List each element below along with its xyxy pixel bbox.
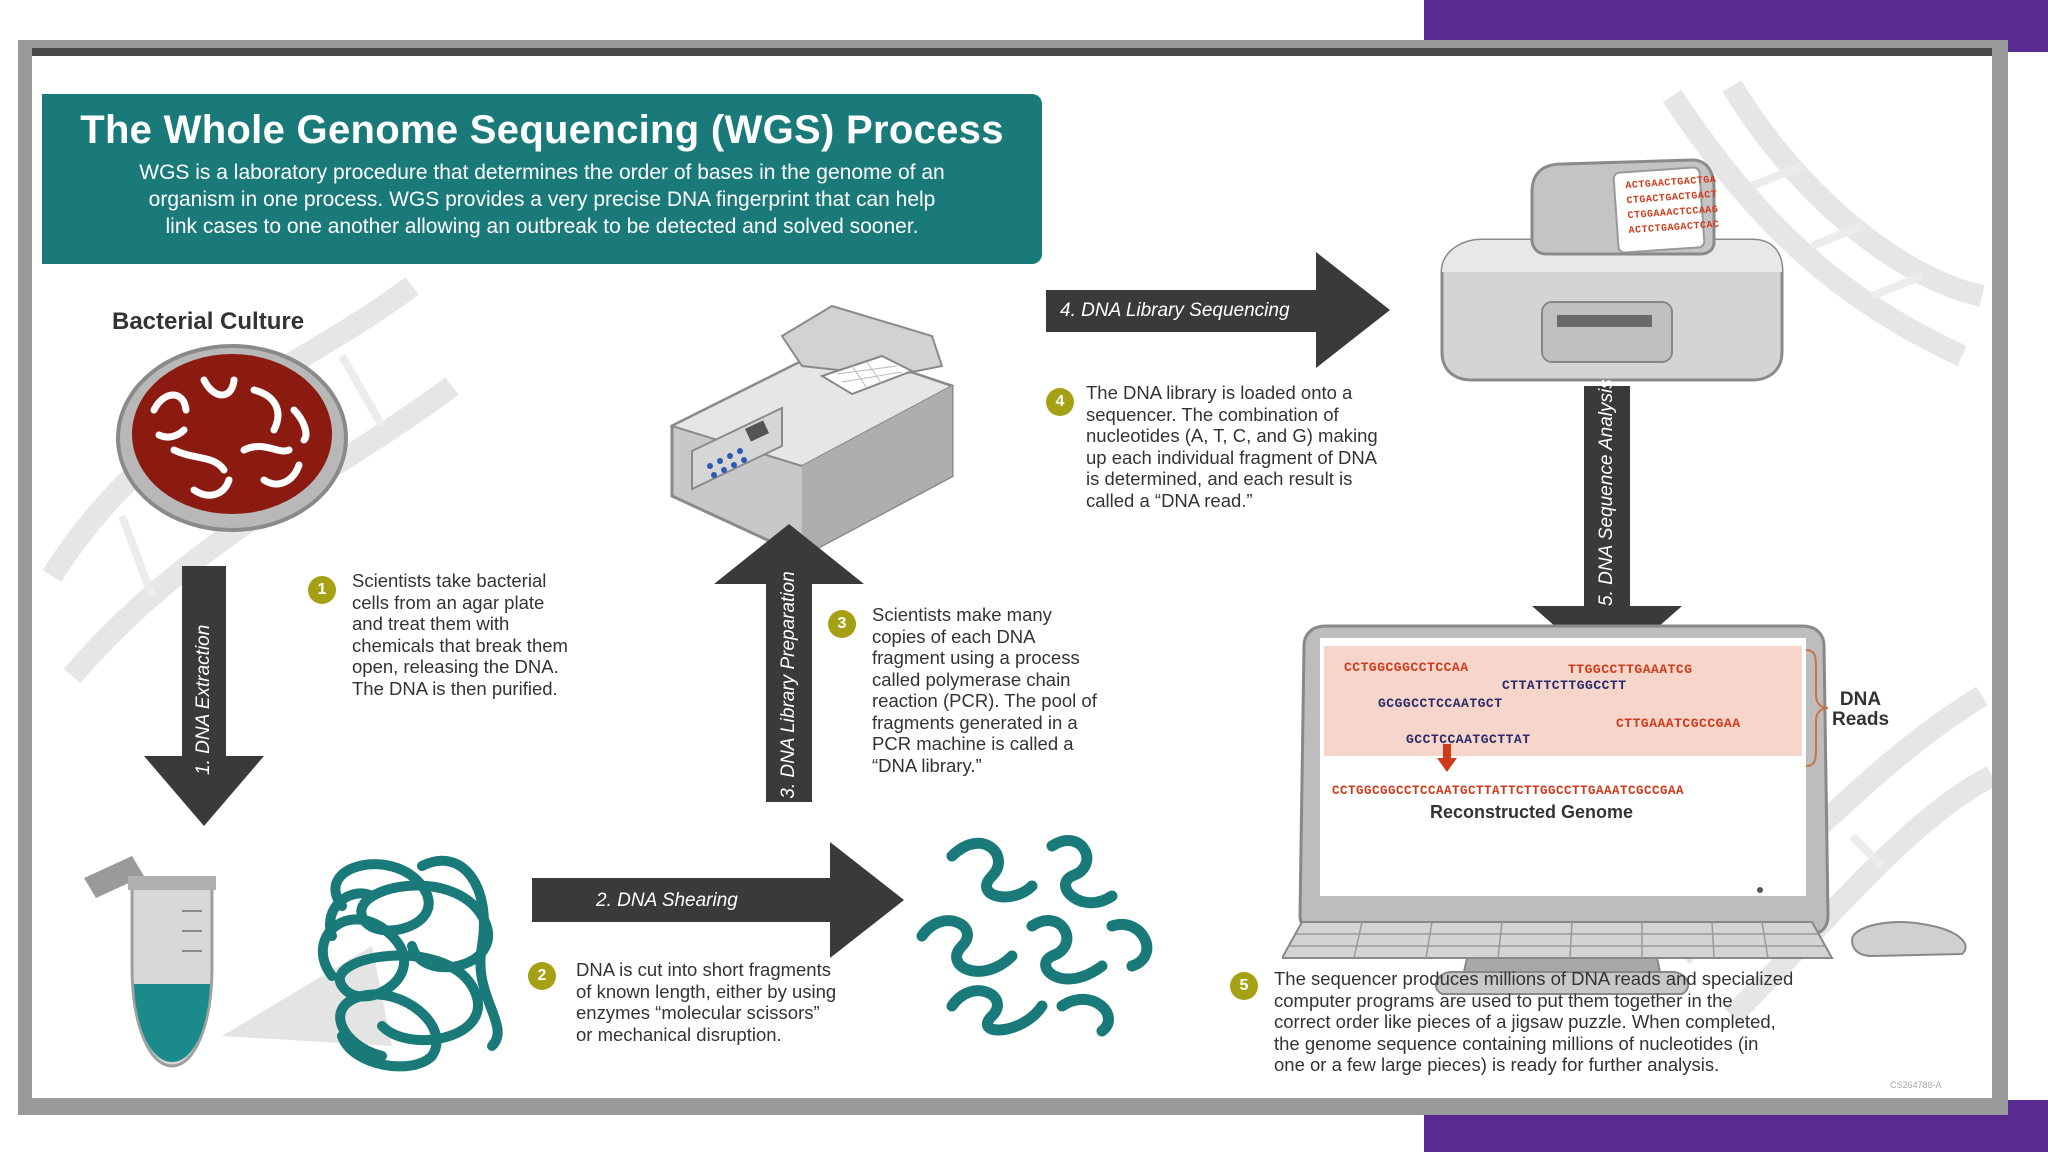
- read-5: CTTGAAATCGCCGAA: [1616, 716, 1741, 731]
- figure-code: CS264788-A: [1890, 1080, 1942, 1090]
- step-5-text: The sequencer produces millions of DNA r…: [1274, 968, 1793, 1076]
- read-3: CTTATTCTTGGCCTT: [1502, 678, 1627, 693]
- arrow-dna-extraction: [144, 566, 264, 826]
- step-line: nucleotides (A, T, C, and G) making: [1086, 425, 1378, 446]
- step-badge-3: 3: [828, 610, 856, 638]
- read-4: GCGGCCTCCAATGCT: [1378, 696, 1503, 711]
- read-1: CCTGGCGGCCTCCAA: [1344, 660, 1469, 675]
- step-line: The DNA is then purified.: [352, 677, 558, 699]
- step-line: and treat them with: [352, 613, 510, 634]
- step-line: Scientists take bacterial: [352, 570, 547, 591]
- pcr-machine-icon: [669, 304, 955, 558]
- step-line: The DNA library is loaded onto a: [1086, 382, 1353, 403]
- step-line: computer programs are used to put them t…: [1274, 989, 1733, 1011]
- arrow-library-sequencing: [1046, 252, 1390, 368]
- arrow-library-preparation: [714, 524, 864, 802]
- arrow-label-analysis: 5. DNA Sequence Analysis: [1596, 379, 1617, 606]
- step-line: correct order like pieces of a jigsaw pu…: [1274, 1011, 1776, 1032]
- step-badge-2: 2: [528, 962, 556, 990]
- step-line: Scientists make many: [872, 604, 1052, 625]
- step-line: called polymerase chain: [872, 668, 1071, 690]
- step-line: cells from an agar plate: [352, 591, 545, 613]
- petri-dish-icon: [116, 344, 348, 532]
- step-badge-5: 5: [1230, 972, 1258, 1000]
- step-2-text: DNA is cut into short fragments of known…: [576, 959, 836, 1045]
- arrow-dna-shearing: [532, 842, 904, 958]
- step-line: DNA is cut into short fragments: [576, 959, 831, 980]
- step-line: up each individual fragment of DNA: [1086, 446, 1378, 468]
- step-line: The sequencer produces millions of DNA r…: [1274, 968, 1794, 989]
- sequencer-screen: ACTGAACTGACTGA CTGACTGACTGACT CTGGAAACTC…: [1625, 173, 1720, 239]
- title-banner: The Whole Genome Sequencing (WGS) Proces…: [42, 94, 1042, 264]
- subtitle-line: link cases to one another allowing an ou…: [165, 215, 919, 238]
- subtitle-line: organism in one process. WGS provides a …: [148, 188, 936, 211]
- step-line: PCR machine is called a: [872, 733, 1074, 754]
- page-title: The Whole Genome Sequencing (WGS) Proces…: [80, 108, 1004, 152]
- step-3-text: Scientists make many copies of each DNA …: [872, 604, 1097, 776]
- dna-reads-line: Reads: [1832, 709, 1890, 730]
- arrow-label-library-prep: 3. DNA Library Preparation: [778, 571, 799, 799]
- step-badge-4: 4: [1046, 388, 1074, 416]
- reconstructed-genome-label: Reconstructed Genome: [1430, 802, 1634, 822]
- step-1-text: Scientists take bacterial cells from an …: [352, 570, 568, 699]
- step-line: of known length, either by using: [576, 980, 837, 1002]
- dna-reads-line: DNA: [1839, 689, 1882, 710]
- read-2: TTGGCCTTGAAATCG: [1568, 662, 1693, 677]
- test-tube-icon: [84, 856, 216, 1068]
- dna-reads-label: DNA Reads: [1832, 690, 1889, 730]
- slide: The Whole Genome Sequencing (WGS) Proces…: [32, 48, 1992, 1098]
- arrow-label-sequencing: 4. DNA Library Sequencing: [1060, 300, 1290, 321]
- step-line: or mechanical disruption.: [576, 1023, 782, 1045]
- step-line: is determined, and each result is: [1086, 468, 1353, 489]
- step-line: called a “DNA read.”: [1086, 489, 1253, 511]
- step-4-text: The DNA library is loaded onto a sequenc…: [1086, 382, 1378, 511]
- step-line: copies of each DNA: [872, 625, 1036, 647]
- dna-fragments-icon: [916, 835, 1153, 1037]
- read-6: GCCTCCAATGCTTAT: [1406, 732, 1531, 747]
- step-line: fragment using a process: [872, 647, 1080, 668]
- sequencer-icon: [1440, 158, 1784, 382]
- arrow-label-extraction: 1. DNA Extraction: [193, 624, 214, 775]
- subtitle: WGS is a laboratory procedure that deter…: [78, 159, 1006, 240]
- reads-bracket: [1805, 649, 1829, 767]
- step-line: sequencer. The combination of: [1086, 403, 1339, 425]
- step-badge-1: 1: [308, 576, 336, 604]
- step-line: enzymes “molecular scissors”: [576, 1002, 820, 1023]
- step-line: chemicals that break them: [352, 634, 568, 656]
- step-line: “DNA library.”: [872, 754, 982, 776]
- culture-label: Bacterial Culture: [112, 308, 305, 335]
- reconstructed-sequence: CCTGGCGGCCTCCAATGCTTATTCTTGGCCTTGAAATCGC…: [1332, 784, 1685, 798]
- dna-tangle-icon: [222, 855, 503, 1072]
- keyboard-icon: [1282, 921, 1967, 959]
- step-line: reaction (PCR). The pool of: [872, 690, 1097, 711]
- computer-monitor-icon: [1298, 624, 1830, 995]
- step-line: fragments generated in a: [872, 711, 1078, 733]
- subtitle-line: WGS is a laboratory procedure that deter…: [139, 161, 945, 184]
- arrow-label-shearing: 2. DNA Shearing: [596, 890, 738, 911]
- step-line: one or a few large pieces) is ready for …: [1274, 1054, 1720, 1075]
- step-line: open, releasing the DNA.: [352, 656, 559, 677]
- step-line: the genome sequence containing millions …: [1274, 1032, 1759, 1054]
